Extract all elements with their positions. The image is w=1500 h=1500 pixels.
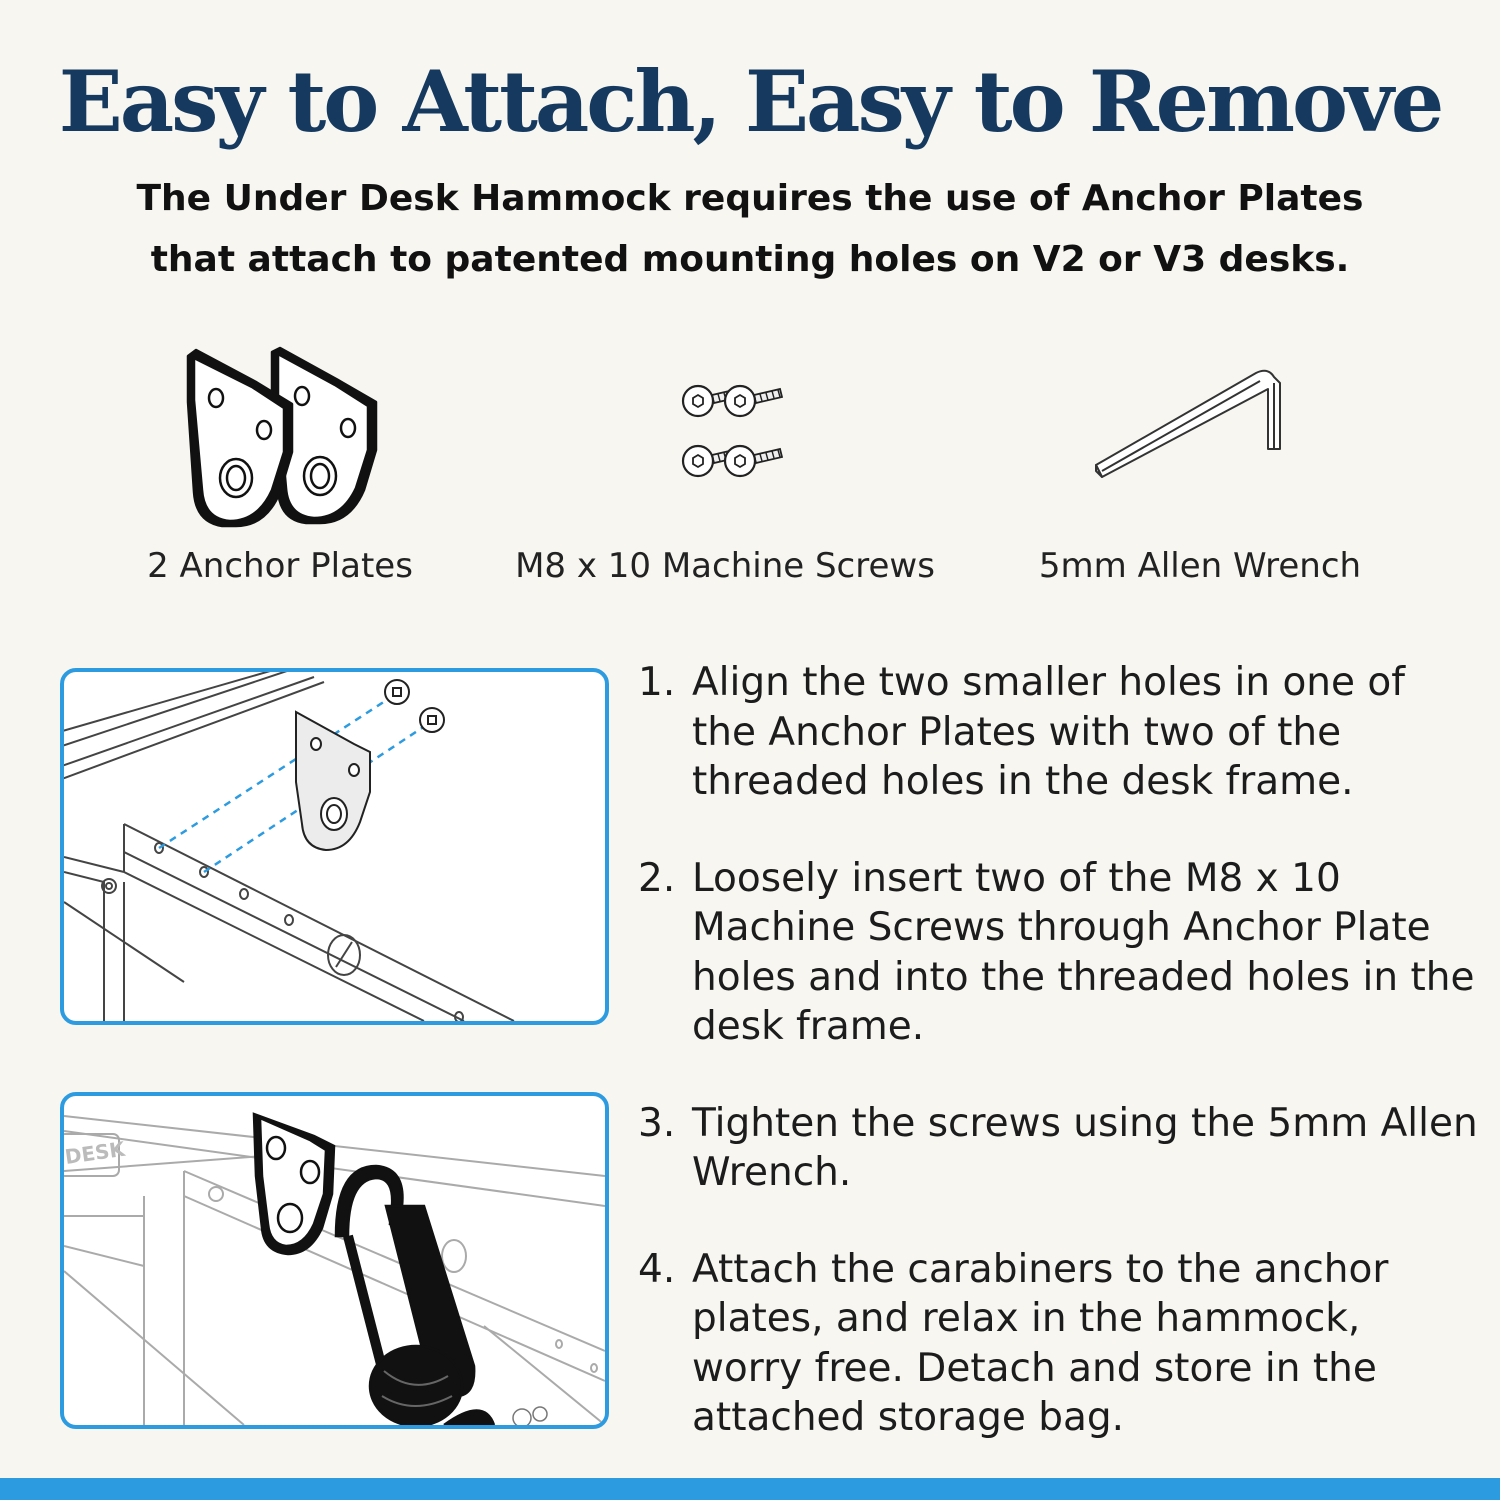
- page-title: Easy to Attach, Easy to Remove: [58, 52, 1445, 151]
- step-3: 3. Tighten the screws using the 5mm Alle…: [638, 1099, 1478, 1198]
- step-number: 4.: [638, 1246, 676, 1292]
- step-text: Loosely insert two of the M8 x 10 Machin…: [692, 855, 1475, 1050]
- step-number: 3.: [638, 1100, 676, 1146]
- step-text: Align the two smaller holes in one of th…: [692, 660, 1406, 804]
- step-number: 1.: [638, 660, 676, 705]
- install-diagram-1: [60, 668, 609, 1025]
- instruction-steps: 1. Align the two smaller holes in one of…: [638, 658, 1478, 1443]
- anchor-plates-label: 2 Anchor Plates: [147, 546, 413, 586]
- allen-wrench-label: 5mm Allen Wrench: [1038, 546, 1362, 586]
- subtitle-line-2: that attach to patented mounting holes o…: [150, 239, 1350, 280]
- bottom-accent-bar: [0, 1478, 1500, 1500]
- step-1: 1. Align the two smaller holes in one of…: [638, 658, 1478, 807]
- install-diagram-2: DESK: [60, 1092, 609, 1429]
- step-2: 2. Loosely insert two of the M8 x 10 Mac…: [638, 854, 1478, 1052]
- subtitle-line-1: The Under Desk Hammock requires the use …: [136, 178, 1364, 219]
- step-text: Attach the carabiners to the anchor plat…: [692, 1246, 1389, 1441]
- machine-screws-icon: [681, 384, 784, 478]
- step-text: Tighten the screws using the 5mm Allen W…: [692, 1100, 1478, 1196]
- subtitle: The Under Desk Hammock requires the use …: [40, 168, 1460, 290]
- step-number: 2.: [638, 855, 676, 901]
- allen-wrench-icon: [1095, 369, 1281, 478]
- anchor-plates-icon: [186, 346, 378, 528]
- machine-screws-label: M8 x 10 Machine Screws: [515, 546, 935, 586]
- step-4: 4. Attach the carabiners to the anchor p…: [638, 1245, 1478, 1443]
